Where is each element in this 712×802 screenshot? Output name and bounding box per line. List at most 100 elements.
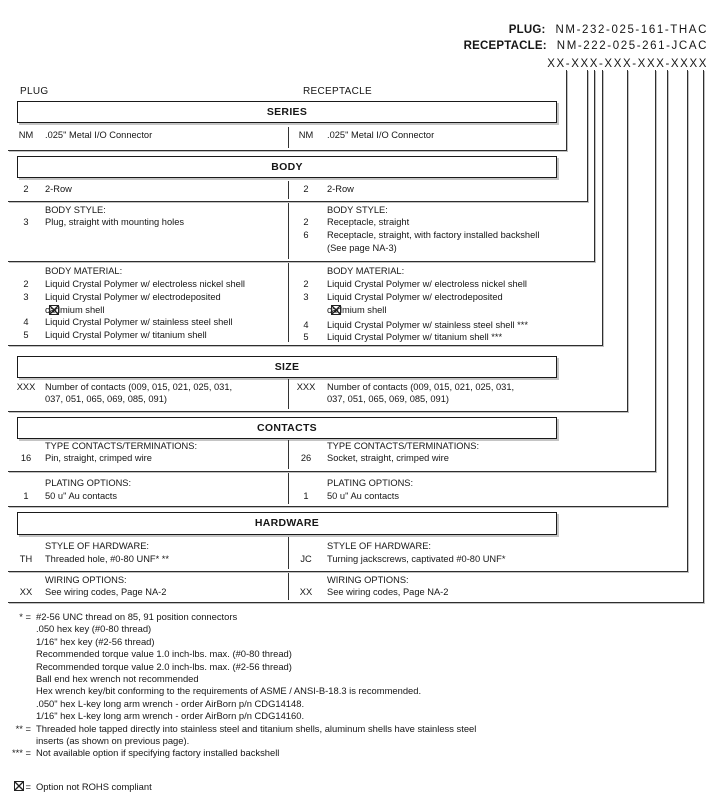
column-divider (288, 440, 289, 469)
body-row-count: 2 2-Row 2 2-Row (0, 184, 712, 196)
code-cell: 16 (20, 453, 32, 463)
footnote-line: Ball end hex wrench not recommended (36, 673, 199, 685)
text-cell: Liquid Crystal Polymer w/ electrodeposit… (45, 292, 221, 302)
text-cell: .025" Metal I/O Connector (327, 130, 435, 140)
body-material-row: 3 Liquid Crystal Polymer w/ electrodepos… (0, 292, 712, 304)
subsection-label: WIRING OPTIONS: (327, 575, 409, 585)
leader-line-body-row (8, 70, 588, 202)
size-row: XXX Number of contacts (009, 015, 021, 0… (0, 382, 712, 394)
column-header-plug: PLUG (20, 86, 49, 97)
text-cell: .025" Metal I/O Connector (45, 130, 153, 140)
series-section-header: SERIES (17, 101, 557, 123)
code-cell: 2 (303, 279, 309, 289)
text-cell: 2-Row (327, 184, 354, 194)
column-divider (288, 537, 289, 569)
footnotes: * =#2-56 UNC thread on 85, 91 position c… (0, 611, 712, 793)
text-cell: 50 u" Au contacts (327, 491, 400, 501)
code-cell: XX (19, 587, 33, 597)
code-cell: 4 (23, 317, 29, 327)
code-cell: TH (19, 554, 33, 564)
code-cell: XXX (16, 382, 36, 392)
code-cell: 2 (23, 279, 29, 289)
code-cell: 26 (300, 453, 312, 463)
footnote-line: 1/16" hex key (#2-56 thread) (36, 635, 155, 647)
leader-line-contact-type (8, 70, 656, 472)
not-rohs-icon (49, 305, 59, 315)
text-cell: Threaded hole, #0-80 UNF* ** (45, 554, 170, 564)
contacts-section-title: CONTACTS (257, 422, 317, 434)
code-cell: 5 (23, 330, 29, 340)
part-number-mask-row: XX-XXX-XXX-XXX-XXXX (547, 54, 708, 72)
subsection-label: WIRING OPTIONS: (45, 575, 127, 585)
footnote-line: * =#2-56 UNC thread on 85, 91 position c… (0, 611, 712, 623)
body-material-row: 2 Liquid Crystal Polymer w/ electroless … (0, 279, 712, 291)
contact-type-row: 16 Pin, straight, crimped wire 26 Socket… (0, 453, 712, 465)
wiring-label-row: WIRING OPTIONS: WIRING OPTIONS: (0, 575, 712, 587)
size-section-title: SIZE (274, 361, 300, 373)
not-rohs-icon (13, 780, 24, 791)
code-cell: 1 (23, 491, 29, 501)
text-cell: Number of contacts (009, 015, 021, 025, … (45, 382, 233, 392)
footnote-line: *** =Not available option if specifying … (11, 747, 280, 759)
hardware-section-header: HARDWARE (17, 512, 557, 535)
code-cell: JC (300, 554, 312, 564)
code-cell: 3 (23, 292, 29, 302)
receptacle-label: RECEPTACLE: (463, 40, 547, 52)
leader-line-body-material (8, 70, 603, 346)
size-section-header: SIZE (17, 356, 557, 378)
text-cell: Liquid Crystal Polymer w/ titanium shell… (327, 332, 503, 342)
text-cell: Turning jackscrews, captivated #0-80 UNF… (327, 554, 506, 564)
text-cell: Liquid Crystal Polymer w/ stainless stee… (45, 317, 233, 327)
body-material-row: 4 Liquid Crystal Polymer w/ stainless st… (0, 317, 712, 330)
leader-line-series (8, 70, 567, 151)
wiring-row: XX See wiring codes, Page NA-2 XX See wi… (0, 587, 712, 599)
subsection-label: PLATING OPTIONS: (327, 478, 414, 488)
code-cell: 2 (23, 184, 29, 194)
column-divider (288, 181, 289, 199)
contact-type-label-row: TYPE CONTACTS/TERMINATIONS: TYPE CONTACT… (0, 441, 712, 453)
text-cell: (See page NA-3) (327, 243, 397, 253)
text-cell: Liquid Crystal Polymer w/ electroless ni… (327, 279, 527, 289)
text-cell: Liquid Crystal Polymer w/ titanium shell (45, 330, 207, 340)
text-cell: Socket, straight, crimped wire (327, 453, 449, 463)
column-divider (288, 263, 289, 342)
footnote-line: 1/16" hex L-key long arm wrench - order … (36, 710, 305, 722)
leader-line-wiring (8, 70, 704, 603)
footnote-line: inserts (as shown on previous page). (36, 735, 190, 747)
column-header-receptacle: RECEPTACLE (303, 86, 372, 97)
code-cell: 5 (303, 332, 309, 342)
leader-line-hardware-style (8, 70, 688, 572)
text-cell: See wiring codes, Page NA-2 (45, 587, 167, 597)
leader-line-plating (8, 70, 668, 507)
text-cell: 037, 051, 065, 069, 085, 091) (45, 394, 167, 404)
body-style-label-row: BODY STYLE: BODY STYLE: (0, 205, 712, 217)
text-cell: Pin, straight, crimped wire (45, 453, 152, 463)
plating-label-row: PLATING OPTIONS: PLATING OPTIONS: (0, 478, 712, 490)
subsection-label: TYPE CONTACTS/TERMINATIONS: (45, 441, 198, 451)
subsection-label: STYLE OF HARDWARE: (45, 541, 149, 551)
plug-part-number: NM-232-025-161-THAC (555, 24, 708, 36)
leader-line-size (8, 70, 628, 412)
footnote-line: Recommended torque value 1.0 inch-lbs. m… (36, 648, 292, 660)
code-cell: 1 (303, 491, 309, 501)
code-cell: 2 (303, 217, 309, 227)
column-divider (288, 573, 289, 600)
text-cell: Liquid Crystal Polymer w/ electroless ni… (45, 279, 245, 289)
hardware-style-label-row: STYLE OF HARDWARE: STYLE OF HARDWARE: (0, 541, 712, 553)
column-divider (288, 473, 289, 504)
leader-line-body-style (8, 70, 595, 262)
column-divider (288, 127, 289, 148)
subsection-label: BODY STYLE: (45, 205, 106, 215)
text-cell: 50 u" Au contacts (45, 491, 118, 501)
not-rohs-icon (331, 305, 341, 315)
receptacle-part-number-row: RECEPTACLE:NM-222-025-261-JCAC (464, 36, 708, 54)
part-number-mask: XX-XXX-XXX-XXX-XXXX (547, 58, 708, 70)
subsection-label: TYPE CONTACTS/TERMINATIONS: (327, 441, 480, 451)
size-row: 037, 051, 065, 069, 085, 091) 037, 051, … (0, 394, 712, 406)
body-material-row: cadmium shell cadmium shell (45, 305, 387, 315)
body-style-row: 3 Plug, straight with mounting holes 2 R… (0, 217, 712, 229)
code-cell: 2 (303, 184, 309, 194)
code-cell: XX (299, 587, 313, 597)
footnote-line: Recommended torque value 2.0 inch-lbs. m… (36, 660, 292, 672)
